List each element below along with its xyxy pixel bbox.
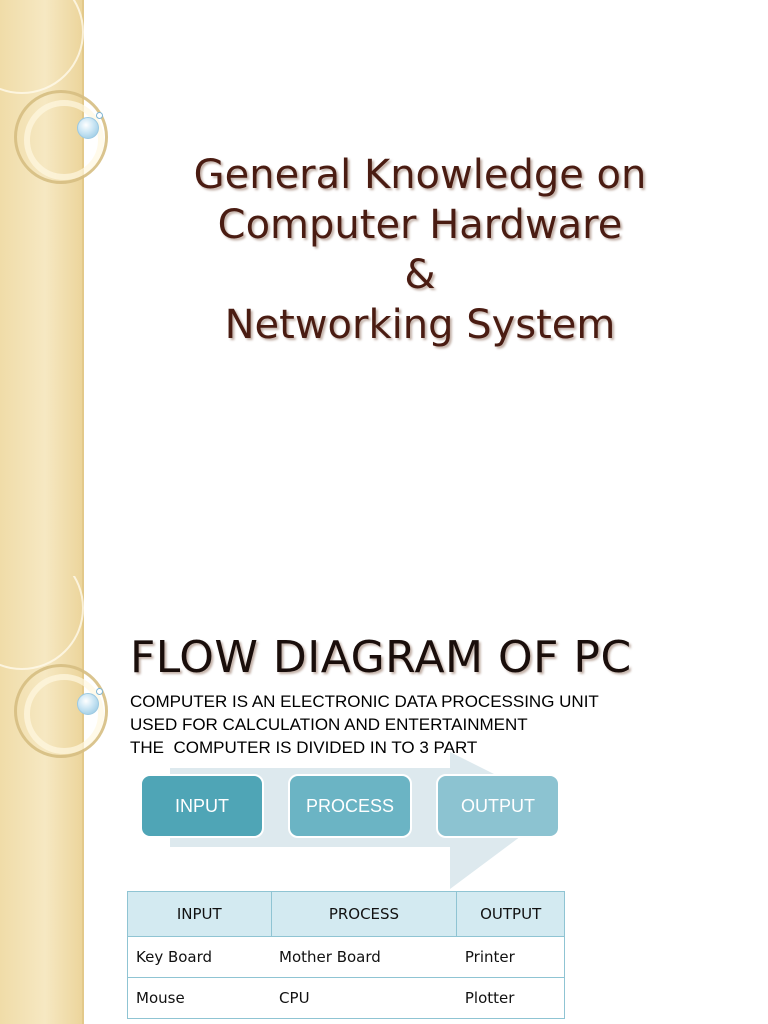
slide-title: FLOW DIAGRAM OF PC [130,632,632,683]
small-bubble-icon [96,688,103,695]
bubble-icon [77,117,99,139]
decorative-ring-icon [0,576,84,670]
decorative-ring-icon [24,100,104,180]
decorative-ring-icon [14,90,108,184]
description-line: THE COMPUTER IS DIVIDED IN TO 3 PART [130,738,478,757]
title-line: Networking System [224,302,616,348]
table-row: Mouse CPU Plotter [127,977,565,1019]
description-line: USED FOR CALCULATION AND ENTERTAINMENT [130,715,528,734]
column-header: OUTPUT [456,891,565,937]
flow-step-input: INPUT [140,774,264,838]
table-header-row: INPUT PROCESS OUTPUT [127,891,565,937]
slide-title: General Knowledge on Computer Hardware &… [120,150,720,350]
decorative-ring-icon [0,0,84,94]
decorative-sidebar [0,0,108,576]
table-cell: Mother Board [271,936,457,978]
table-cell: Mouse [127,977,272,1019]
table-cell: Key Board [127,936,272,978]
flow-step-process: PROCESS [288,774,412,838]
table-cell: Plotter [456,977,565,1019]
table-row: Key Board Mother Board Printer [127,936,565,978]
bubble-icon [77,693,99,715]
column-header: INPUT [127,891,272,937]
title-slide: General Knowledge on Computer Hardware &… [0,0,720,576]
flow-step-output: OUTPUT [436,774,560,838]
decorative-sidebar [0,576,108,1024]
hardware-table: INPUT PROCESS OUTPUT Key Board Mother Bo… [127,891,565,1019]
decorative-ring-icon [24,674,104,754]
small-bubble-icon [96,112,103,119]
table-cell: CPU [271,977,457,1019]
description-line: COMPUTER IS AN ELECTRONIC DATA PROCESSIN… [130,692,599,711]
slide-description: COMPUTER IS AN ELECTRONIC DATA PROCESSIN… [130,690,599,759]
decorative-ring-icon [14,664,108,758]
process-flow-diagram: INPUT PROCESS OUTPUT [140,752,570,892]
column-header: PROCESS [270,891,458,937]
table-cell: Printer [456,936,565,978]
title-line: General Knowledge on [193,152,647,198]
flow-diagram-slide: FLOW DIAGRAM OF PC COMPUTER IS AN ELECTR… [0,576,768,1024]
title-line: & [404,252,436,298]
title-line: Computer Hardware [217,202,623,248]
